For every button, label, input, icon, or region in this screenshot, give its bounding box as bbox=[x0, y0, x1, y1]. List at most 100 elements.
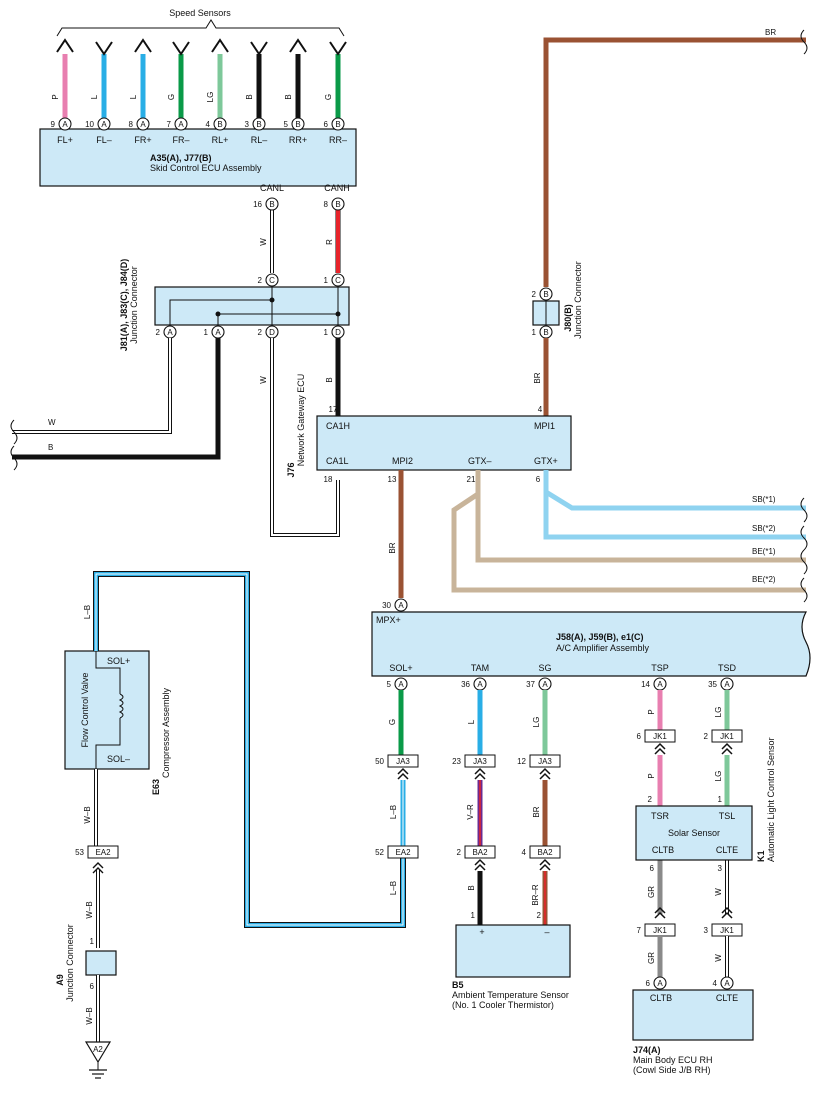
ja3-23-label: JA3 bbox=[473, 757, 487, 766]
ac-pin-label-4: TSP bbox=[651, 663, 669, 673]
jc-c2-conn: C bbox=[269, 276, 275, 285]
ja3-50-label: JA3 bbox=[396, 757, 410, 766]
ac-pin-3-conn: A bbox=[542, 680, 548, 689]
ac-pin-4-num: 14 bbox=[641, 680, 650, 689]
chevron-icon bbox=[397, 767, 409, 780]
amb-minus: – bbox=[544, 927, 549, 937]
jc-a1-num: 1 bbox=[204, 328, 209, 337]
compressor-assembly: 2 1 SOL+ SOL– Flow Control Valve E63 Com… bbox=[64, 571, 406, 928]
sensor-wire-code-7: B bbox=[284, 94, 293, 99]
skid-pin-6-num: 3 bbox=[245, 120, 250, 129]
jk1-6 bbox=[644, 729, 676, 743]
jc-c1-conn: C bbox=[335, 276, 341, 285]
sensor-wire-code-3: L bbox=[129, 94, 138, 99]
junction-desc: Junction Connector bbox=[129, 266, 139, 344]
solar-pin-cltb: 6 bbox=[650, 864, 655, 873]
gw-gtx-minus: GTX– bbox=[468, 456, 492, 466]
j80-name: J80(B) bbox=[563, 304, 573, 332]
sol-wire-code: G bbox=[388, 719, 397, 725]
j80-junction: BR B 2 B 1 J80(B) Junction Connector BR bbox=[532, 28, 808, 416]
ea2-53-pin: 53 bbox=[75, 848, 84, 857]
ac-pin-label-1: SOL+ bbox=[389, 663, 412, 673]
ac-mpx-pin: 30 bbox=[382, 601, 391, 610]
jk1-3-pin: 3 bbox=[704, 926, 709, 935]
solar-tsr: TSR bbox=[651, 811, 670, 821]
sensor-wire-code-2: L bbox=[90, 94, 99, 99]
mpi2-wire-br: BR bbox=[388, 542, 397, 553]
skid-pin-1-circle bbox=[58, 117, 72, 131]
gw-mpi1: MPI1 bbox=[534, 421, 555, 431]
ja3-50 bbox=[387, 754, 419, 768]
a9-desc: Junction Connector bbox=[65, 924, 75, 1002]
skid-ecu-desc: Skid Control ECU Assembly bbox=[150, 163, 262, 173]
ac-mpx-label: MPX+ bbox=[376, 615, 401, 625]
ja3-50-pin: 50 bbox=[375, 757, 384, 766]
skid-pin-label-6: RL– bbox=[251, 135, 268, 145]
ja3-23-pin: 23 bbox=[452, 757, 461, 766]
clte-wire-code: W bbox=[714, 888, 723, 896]
sol-wire-lb-code-2: L–B bbox=[389, 881, 398, 895]
gw-gtx-plus: GTX+ bbox=[534, 456, 558, 466]
sensor-wire-code-1: P bbox=[51, 94, 60, 99]
skid-pin-1-num: 9 bbox=[51, 120, 56, 129]
solar-pin-tsl: 1 bbox=[718, 795, 723, 804]
ba2-2-label: BA2 bbox=[472, 848, 488, 857]
chevron-icon bbox=[539, 767, 551, 780]
a9-junction: 1 6 W–B A9 Junction Connector A2 bbox=[55, 924, 117, 1079]
ba2-4-label: BA2 bbox=[537, 848, 553, 857]
gw-pin-13: 13 bbox=[388, 475, 397, 484]
skid-pin-label-7: RR+ bbox=[289, 135, 307, 145]
j80-top-conn: B bbox=[543, 290, 548, 299]
solar-pin-tsr: 2 bbox=[648, 795, 653, 804]
amb-name: B5 bbox=[452, 980, 464, 990]
skid-pin-6-circle bbox=[252, 117, 266, 131]
j80-bottom-pin: 1 bbox=[532, 328, 537, 337]
arrow-up-icon bbox=[211, 38, 229, 53]
gateway-output-wires: SB(*1) SB(*2) BE(*1) BE(*2) BR bbox=[388, 470, 808, 603]
j80-top-pin: 2 bbox=[532, 290, 537, 299]
ac-amplifier: A 30 MPX+ J58(A), J59(B), e1(C) A/C Ampl… bbox=[371, 598, 811, 691]
ac-pin-5-conn: A bbox=[724, 680, 730, 689]
gw-mpi2: MPI2 bbox=[392, 456, 413, 466]
arrow-up-icon bbox=[134, 38, 152, 53]
main-body-ecu: CLTB CLTE J74(A) Main Body ECU RH (Cowl … bbox=[632, 989, 754, 1075]
solar-sensor: 2 1 TSR TSL Solar Sensor CLTB CLTE 6 3 K… bbox=[635, 737, 776, 873]
jk1-2 bbox=[711, 729, 743, 743]
solar-clte: CLTE bbox=[716, 845, 738, 855]
body-pin-cltb-num: 6 bbox=[646, 979, 651, 988]
can-low-loop: W B bbox=[259, 338, 341, 537]
skid-pin-2-circle bbox=[97, 117, 111, 131]
jc-d1-conn: D bbox=[335, 328, 341, 337]
comp-name: E63 bbox=[151, 779, 161, 795]
sensor-wire-code-8: G bbox=[324, 94, 333, 100]
solar-name: K1 bbox=[756, 850, 766, 862]
left-wire-w: W bbox=[48, 418, 56, 427]
tsp-wire-code: P bbox=[647, 709, 656, 714]
amb-plus: + bbox=[479, 927, 484, 937]
tam-wire-vr-code: V–R bbox=[466, 804, 475, 820]
comp-sol-plus: SOL+ bbox=[107, 656, 130, 666]
skid-pin-label-1: FL+ bbox=[57, 135, 73, 145]
canl-wire-code: W bbox=[259, 238, 268, 246]
ja3-12-label: JA3 bbox=[538, 757, 552, 766]
skid-pin-3-circle bbox=[136, 117, 150, 131]
mpi1-wire-br: BR bbox=[533, 372, 542, 383]
body-desc2: (Cowl Side J/B RH) bbox=[633, 1065, 711, 1075]
body-cltb: CLTB bbox=[650, 993, 672, 1003]
canh-conn: B bbox=[335, 200, 340, 209]
j80-desc: Junction Connector bbox=[573, 261, 583, 339]
ac-pin-2-conn: A bbox=[477, 680, 483, 689]
amb-desc: Ambient Temperature Sensor bbox=[452, 990, 569, 1000]
network-gateway-ecu: 17 4 CA1H MPI1 CA1L MPI2 GTX– GTX+ 18 13… bbox=[286, 374, 572, 484]
skid-pin-8-circle bbox=[331, 117, 345, 131]
ac-desc: A/C Amplifier Assembly bbox=[556, 643, 650, 653]
ea2-wire-wb: W–B bbox=[85, 901, 94, 918]
skid-pin-4-circle bbox=[174, 117, 188, 131]
body-pin-cltb-circle bbox=[653, 976, 667, 990]
skid-pin-label-4: FR– bbox=[172, 135, 189, 145]
body-desc: Main Body ECU RH bbox=[633, 1055, 713, 1065]
jc-d1-num: 1 bbox=[324, 328, 329, 337]
skid-pin-label-3: FR+ bbox=[134, 135, 151, 145]
skid-control-ecu: A9FL+A10FL–A8FR+A7FR–B4RL+B3RL–B5RR+B6RR… bbox=[39, 117, 357, 193]
ac-pin-1-conn: A bbox=[398, 680, 404, 689]
